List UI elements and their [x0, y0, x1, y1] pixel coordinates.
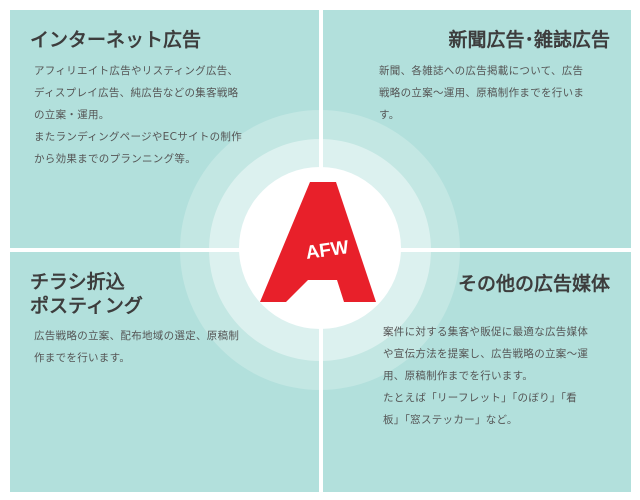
afw-logo: AFW	[260, 182, 376, 302]
title-print-ads: 新聞広告･雑誌広告	[448, 29, 610, 51]
title-other-media: その他の広告媒体	[457, 273, 610, 295]
desc-internet-ads: アフィリエイト広告やリスティング広告、 ディスプレイ広告、純広告などの集客戦略 …	[34, 65, 243, 165]
title-internet-ads: インターネット広告	[30, 29, 202, 51]
desc-other-media: 案件に対する集客や販促に最適な広告媒体 や宣伝方法を提案し、広告戦略の立案～運 …	[383, 326, 589, 426]
desc-flyer-posting: 広告戦略の立案、配布地域の選定、原稿制 作までを行います。	[34, 330, 240, 364]
title-flyer-posting: チラシ折込 ポスティング	[30, 271, 143, 317]
logo-a-shape	[260, 182, 376, 302]
desc-print-ads: 新聞、各雑誌への広告掲載について、広告 戦略の立案～運用、原稿制作までを行いま …	[379, 65, 585, 121]
